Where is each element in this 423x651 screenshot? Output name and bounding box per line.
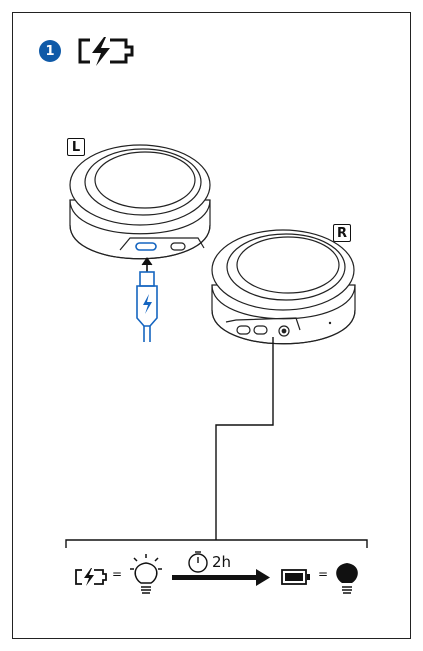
usb-c-cable-icon: [136, 257, 158, 342]
right-earcup: [211, 229, 356, 345]
diagram-frame: [12, 12, 411, 639]
arrow: [172, 569, 270, 586]
equals-sign: =: [112, 567, 123, 581]
blinking-light-icon: [130, 554, 162, 594]
equals-sign: =: [318, 567, 329, 581]
right-side-label: R: [333, 224, 351, 242]
stopwatch-icon: [188, 551, 208, 573]
left-earcup: [69, 144, 211, 260]
battery-full-icon: [281, 569, 310, 585]
duration-label: 2h: [212, 553, 232, 571]
solid-light-icon: [336, 563, 358, 594]
step-number-badge: 1: [39, 40, 61, 62]
left-side-label: L: [67, 138, 85, 156]
connector-lines: [65, 337, 368, 548]
charging-icon: [75, 568, 107, 586]
charging-icon: [78, 37, 134, 66]
